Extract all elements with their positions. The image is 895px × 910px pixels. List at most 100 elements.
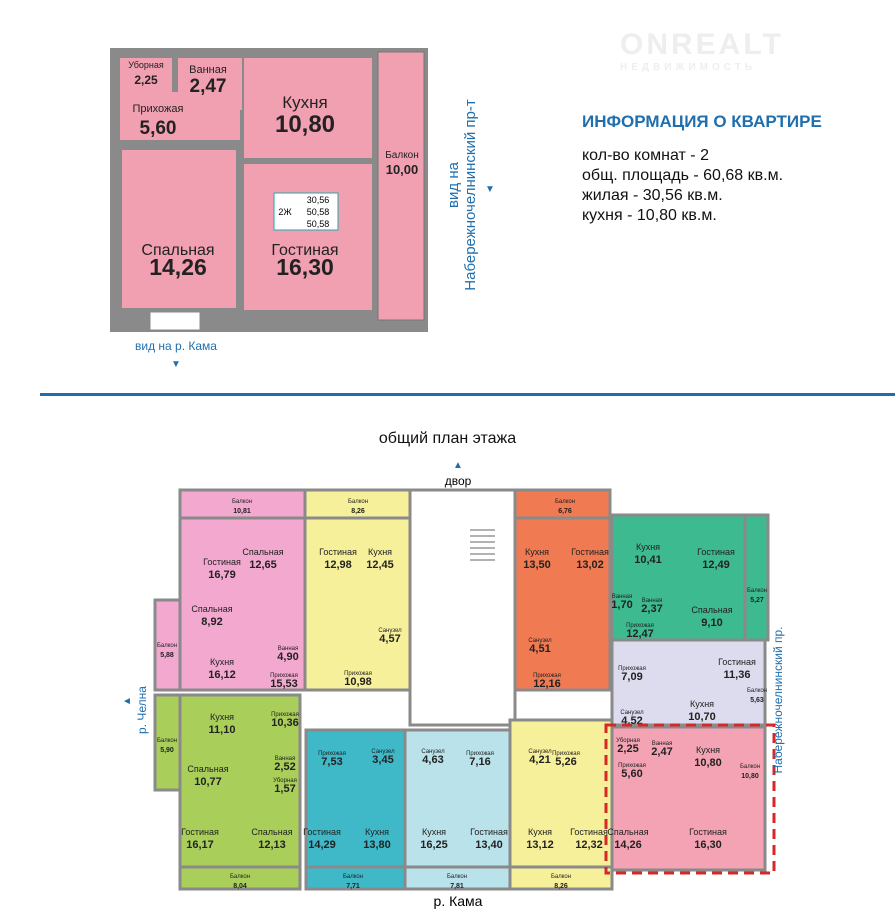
room-area-value: 8,26 <box>554 883 568 890</box>
room-area-value: 16,12 <box>208 669 236 681</box>
room-name: Прихожая <box>552 751 580 757</box>
room-name: Гостиная <box>470 827 508 837</box>
room-area-value: 10,70 <box>688 711 716 723</box>
room-area-value: 13,40 <box>475 839 503 851</box>
apartment-unit <box>508 718 614 891</box>
room-area-value: 4,57 <box>379 633 400 645</box>
room-area-value: 14,26 <box>614 839 642 851</box>
room-name: Спальная <box>141 242 214 259</box>
room-area-value: 12,32 <box>575 839 603 851</box>
apartment-unit <box>153 693 302 891</box>
room-area-value: 2,47 <box>190 76 227 97</box>
room-area-value: 2,25 <box>617 743 638 755</box>
unit-area <box>508 718 614 869</box>
room-area-value: 4,21 <box>529 754 550 766</box>
room-name: Балкон <box>747 588 767 594</box>
room-name: Прихожая <box>626 623 654 629</box>
arrow-left-icon: ◄ <box>122 696 132 707</box>
room-name: Уборная <box>128 60 164 70</box>
room-name: Ванная <box>612 594 633 600</box>
room-name: Спальная <box>607 827 648 837</box>
apartment-unit <box>403 728 512 891</box>
room-name: Санузел <box>421 749 445 755</box>
room-area-value: 10,00 <box>386 162 419 177</box>
room-name: Прихожая <box>618 763 646 769</box>
room-name: Балкон <box>555 499 575 505</box>
room-name: Прихожая <box>533 673 561 679</box>
apartment-unit-labels: Балкон6,76Кухня13,50Гостиная13,02Санузел… <box>523 499 609 690</box>
room-name: Прихожая <box>618 666 646 672</box>
room-name: Балкон <box>232 499 252 505</box>
apartment-unit-labels: Прихожая7,09Гостиная11,36Кухня10,70Сануз… <box>618 657 767 727</box>
room-name: Кухня <box>525 547 549 557</box>
balcony-area <box>377 51 425 321</box>
room-area-value: 16,30 <box>694 839 722 851</box>
room-area-value: 14,29 <box>308 839 336 851</box>
apartment-unit-labels: Кухня11,10Прихожая10,36Ванная2,52Уборная… <box>157 712 299 890</box>
room-name: Гостиная <box>319 547 357 557</box>
room-area-value: 16,30 <box>276 254 334 280</box>
room-area-value: 7,81 <box>450 883 464 890</box>
room-name: Спальная <box>242 547 283 557</box>
room-area-value: 5,60 <box>140 118 177 139</box>
room-name: Кухня <box>422 827 446 837</box>
room-area-value: 7,53 <box>321 756 342 768</box>
room-area <box>244 58 372 158</box>
room-area-value: 12,45 <box>366 559 394 571</box>
room-area-value: 8,04 <box>233 883 247 890</box>
floor-title: общий план этажа <box>378 430 517 447</box>
room-name: Балкон <box>740 764 760 770</box>
info-kitchen-area: кухня - 10,80 кв.м. <box>582 207 717 224</box>
room-area-value: 10,41 <box>634 554 662 566</box>
room-area-value: 1,70 <box>611 599 632 611</box>
room-area-value: 12,98 <box>324 559 352 571</box>
room-area-value: 4,90 <box>277 651 298 663</box>
apartment-unit-labels: Прихожая7,53Санузел3,45Гостиная14,29Кухн… <box>303 749 395 890</box>
room-name: Гостиная <box>181 827 219 837</box>
room-area <box>244 164 372 310</box>
room-name: Гостиная <box>697 547 735 557</box>
room-area-value: 13,02 <box>576 559 604 571</box>
room-area-value: 10,81 <box>233 508 251 515</box>
room-name: Ванная <box>189 64 227 76</box>
unit-area <box>178 693 302 869</box>
room-name: Санузел <box>378 628 402 634</box>
room-name: Ванная <box>275 756 296 762</box>
room-name: Санузел <box>528 749 552 755</box>
room-name: Прихожая <box>318 751 346 757</box>
room-name: Прихожая <box>133 103 184 115</box>
room-area-value: 8,26 <box>351 508 365 515</box>
room-name: Гостиная <box>203 557 241 567</box>
unit-area <box>153 693 182 792</box>
room-name: Кухня <box>365 827 389 837</box>
room-name: Кухня <box>368 547 392 557</box>
room-name: Кухня <box>210 712 234 722</box>
room-name: Спальная <box>187 764 228 774</box>
view-label-right: Набережночелнинский пр-т <box>462 99 479 291</box>
room-area-value: 10,80 <box>275 111 335 138</box>
room-name: Санузел <box>371 749 395 755</box>
room-area-value: 10,80 <box>741 773 759 780</box>
room-name: Кухня <box>690 699 714 709</box>
room-area-value: 5,90 <box>160 747 174 754</box>
room-name: Гостиная <box>571 547 609 557</box>
apartment-unit-labels: Балкон10,81Гостиная16,79Спальная12,65Спа… <box>157 499 299 690</box>
room-name: Кухня <box>528 827 552 837</box>
info-living-area: жилая - 30,56 кв.м. <box>582 187 723 204</box>
info-title: ИНФОРМАЦИЯ О КВАРТИРЕ <box>582 112 822 131</box>
room-name: Балкон <box>385 150 419 161</box>
arrow-up-icon: ▲ <box>453 460 463 471</box>
unit-area <box>610 513 747 642</box>
view-label-bottom: вид на р. Кама <box>135 339 217 353</box>
room-name: Балкон <box>348 499 368 505</box>
info-rooms: кол-во комнат - 2 <box>582 147 709 164</box>
room-name: Балкон <box>157 643 177 649</box>
room-area-value: 10,77 <box>194 776 222 788</box>
room-area-value: 12,65 <box>249 559 277 571</box>
room-name: Прихожая <box>344 671 372 677</box>
